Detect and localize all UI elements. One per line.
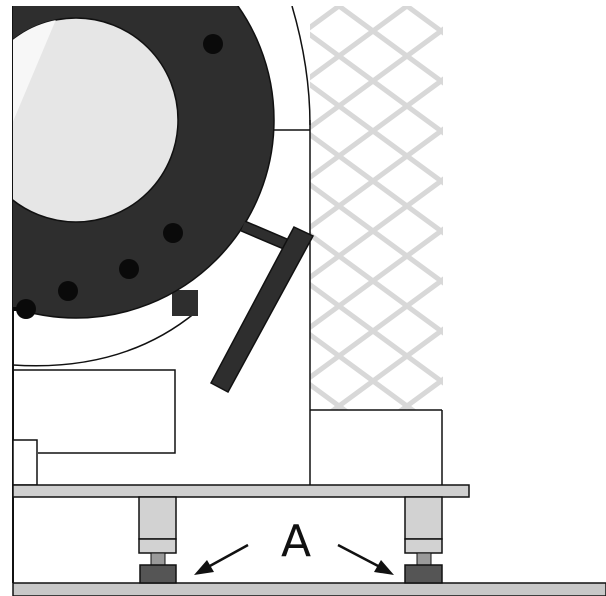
door-hinge-block bbox=[172, 290, 198, 316]
lower-front-panel bbox=[13, 369, 176, 454]
base-plate bbox=[13, 484, 470, 498]
door-handle bbox=[209, 220, 315, 394]
adjustable-foot-left bbox=[138, 496, 177, 584]
door-glass bbox=[13, 17, 179, 223]
drum-housing-shell bbox=[291, 6, 311, 126]
door-bolts bbox=[13, 34, 223, 319]
arrow-right-down-icon bbox=[337, 543, 394, 575]
lower-left-block bbox=[13, 439, 38, 486]
door-ring-edge bbox=[13, 6, 275, 319]
door-bolt bbox=[58, 281, 78, 301]
door-gasket bbox=[13, 311, 197, 367]
arrow-left-down-icon bbox=[194, 543, 249, 575]
floor bbox=[12, 582, 606, 596]
door-bolt bbox=[163, 223, 183, 243]
door-bolt bbox=[119, 259, 139, 279]
adjustable-foot-right bbox=[404, 496, 443, 584]
insulation-mesh bbox=[310, 6, 443, 411]
door-bolt bbox=[203, 34, 223, 54]
callout-label: A bbox=[281, 516, 311, 567]
